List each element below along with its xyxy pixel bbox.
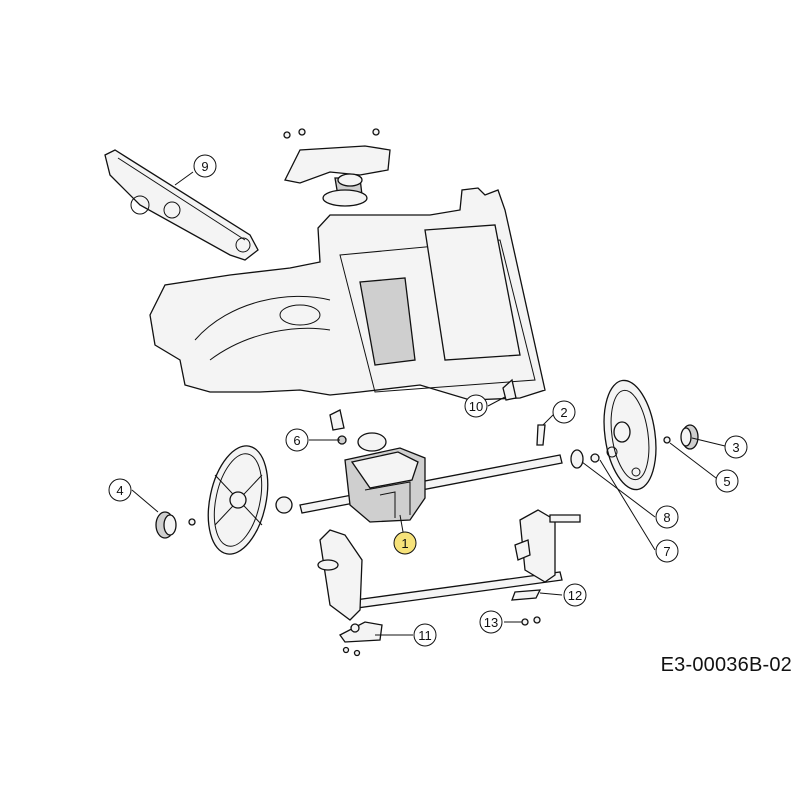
callout-2: 2 (552, 400, 576, 424)
svg-text:4: 4 (116, 483, 123, 498)
belt-linkage (104, 149, 259, 261)
mower-deck (149, 187, 546, 401)
callout-13: 13 (479, 610, 503, 634)
svg-text:8: 8 (663, 510, 670, 525)
callout-5: 5 (715, 469, 739, 493)
pin (536, 424, 546, 446)
svg-text:13: 13 (484, 615, 498, 630)
clip-part (329, 378, 517, 431)
svg-text:7: 7 (663, 544, 670, 559)
svg-text:1: 1 (401, 536, 408, 551)
diagram-reference-code: E3-00036B-02 (660, 654, 792, 676)
callout-6: 6 (285, 428, 309, 452)
callout-8: 8 (655, 505, 679, 529)
height-adjust-assembly (317, 509, 581, 621)
svg-text:10: 10 (469, 399, 483, 414)
callout-3: 3 (724, 435, 748, 459)
bottom-bracket (339, 621, 383, 657)
callout-7: 7 (655, 539, 679, 563)
callout-12: 12 (563, 583, 587, 607)
svg-text:6: 6 (293, 433, 300, 448)
gearbox (344, 432, 426, 523)
svg-text:5: 5 (723, 474, 730, 489)
callout-9: 9 (193, 154, 217, 178)
callout-1: 1 (393, 531, 417, 555)
svg-text:11: 11 (418, 628, 432, 643)
svg-text:2: 2 (560, 405, 567, 420)
rear-axle (275, 449, 600, 514)
callout-11: 11 (413, 623, 437, 647)
washer (663, 436, 671, 444)
callout-10: 10 (464, 394, 488, 418)
top-bracket (283, 128, 391, 207)
left-wheel-gear (155, 511, 196, 539)
small-bracket (511, 589, 542, 601)
svg-text:3: 3 (732, 440, 739, 455)
callout-4: 4 (108, 478, 132, 502)
right-wheel-gear (680, 424, 699, 450)
left-wheel (207, 445, 269, 555)
svg-text:12: 12 (568, 588, 582, 603)
screws (521, 616, 541, 626)
right-wheel (603, 379, 657, 491)
svg-text:9: 9 (201, 159, 208, 174)
